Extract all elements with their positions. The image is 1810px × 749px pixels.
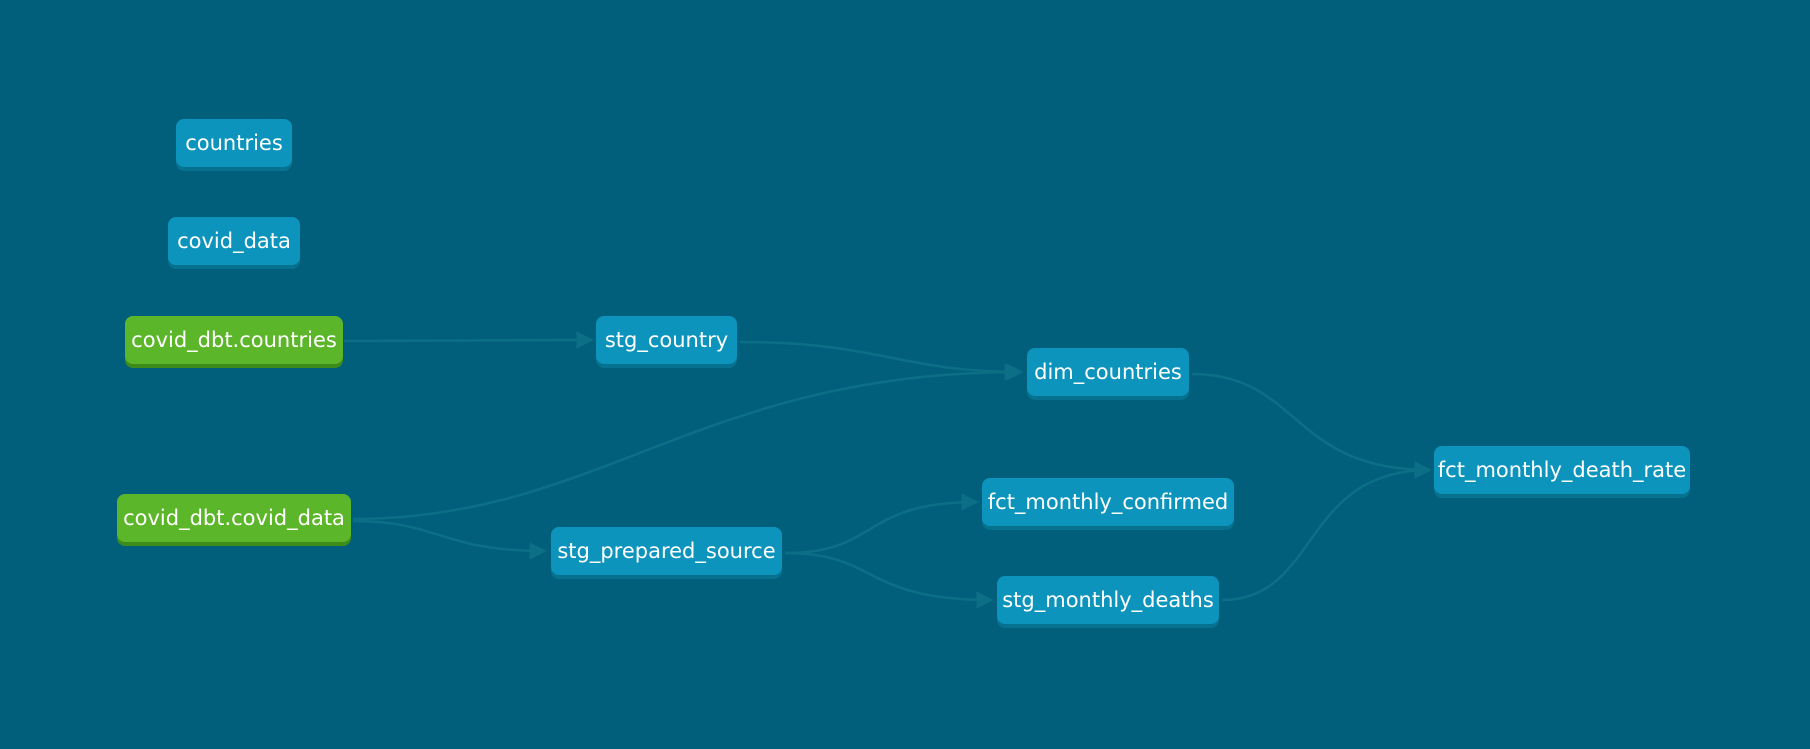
edge-stg-country-to-dim-countries xyxy=(739,340,1024,381)
node-fct-monthly-confirmed[interactable]: fct_monthly_confirmed xyxy=(982,478,1234,526)
node-covid-data[interactable]: covid_data xyxy=(168,217,300,265)
edge-stg-prepared-source-to-fct-monthly-confirmed xyxy=(784,493,979,555)
node-stg-country[interactable]: stg_country xyxy=(596,316,737,364)
node-countries[interactable]: countries xyxy=(176,119,292,167)
node-stg-prepared-source[interactable]: stg_prepared_source xyxy=(551,527,782,575)
node-covid-dbt-covid-data[interactable]: covid_dbt.covid_data xyxy=(117,494,351,542)
node-stg-monthly-deaths[interactable]: stg_monthly_deaths xyxy=(997,576,1219,624)
node-dim-countries[interactable]: dim_countries xyxy=(1027,348,1189,396)
edge-stg-monthly-deaths-to-fct-monthly-death-rate xyxy=(1221,461,1432,602)
node-covid-dbt-countries[interactable]: covid_dbt.countries xyxy=(125,316,343,364)
edge-covid-dbt-countries-to-stg-country xyxy=(343,331,594,349)
edge-covid-dbt-covid-data-to-dim-countries xyxy=(352,363,1022,521)
node-fct-monthly-death-rate[interactable]: fct_monthly_death_rate xyxy=(1434,446,1690,494)
edge-dim-countries-to-fct-monthly-death-rate xyxy=(1191,372,1432,479)
edge-covid-dbt-covid-data-to-stg-prepared-source xyxy=(352,519,547,560)
edge-stg-prepared-source-to-stg-monthly-deaths xyxy=(784,551,994,609)
